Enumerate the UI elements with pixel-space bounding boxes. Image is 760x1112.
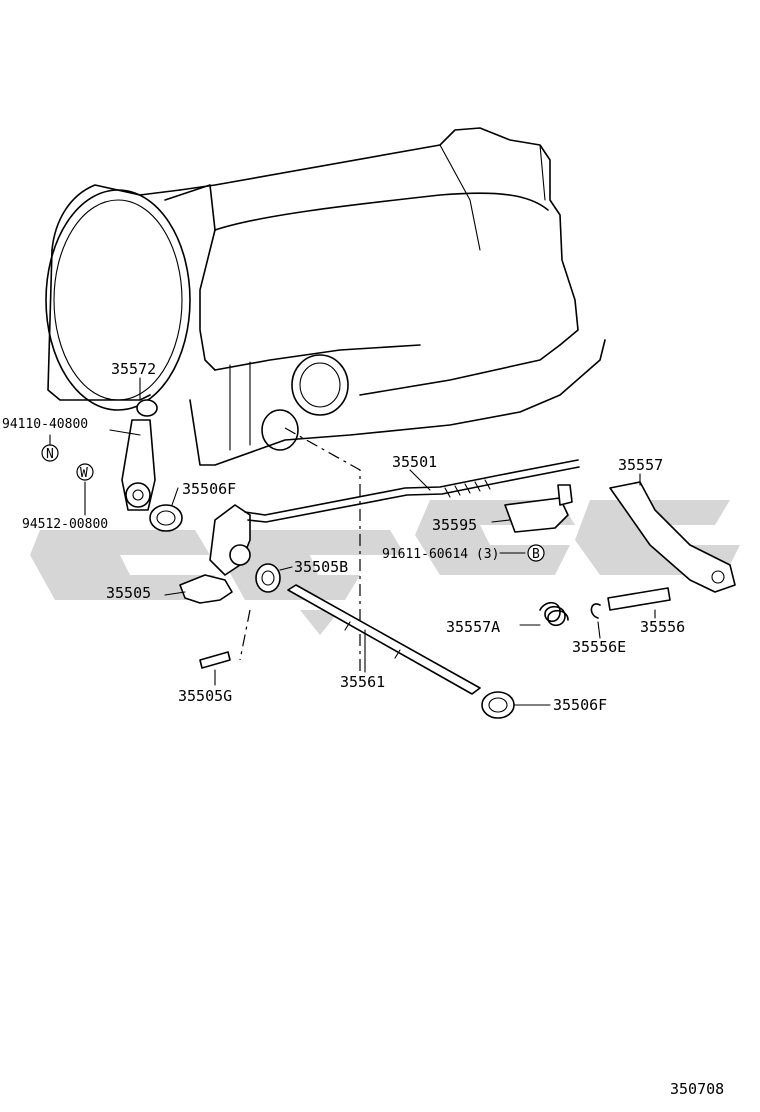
label-35561: 35561 [340,673,385,691]
label-35557: 35557 [618,456,663,474]
label-35506f-right: 35506F [553,696,607,714]
transmission-case [45,127,606,466]
label-35505b: 35505B [294,558,348,576]
nut-symbol-icon: N [41,444,59,462]
pin-35556 [607,587,671,611]
spring-35557a [539,601,569,627]
label-91611-60614: 91611-60614 (3) [382,547,499,562]
oil-seal-right [481,691,515,719]
leader-lines [49,377,656,706]
label-35572: 35572 [111,360,156,378]
label-35506f-left: 35506F [182,480,236,498]
clip-35556e [590,603,601,619]
svg-text:B: B [532,547,540,562]
figure-code: 350708 [670,1080,724,1098]
label-35556e: 35556E [572,638,626,656]
svg-text:N: N [46,447,54,462]
washer-symbol-icon: W [76,463,94,481]
detent-plate-35505 [179,504,251,604]
svg-text:W: W [80,466,88,481]
bracket-35595 [504,484,573,533]
label-35557a: 35557A [446,618,500,636]
pin-35505g [199,651,231,669]
bracket-35572 [121,399,158,511]
label-35595: 35595 [432,516,477,534]
label-35501: 35501 [392,453,437,471]
label-35505g: 35505G [178,687,232,705]
shaft-35561 [287,584,481,695]
alignment-line [284,427,361,680]
label-94512-00800: 94512-00800 [22,517,108,532]
bolt-symbol-icon: B [527,544,545,562]
alignment-line-2 [239,609,251,661]
lever-35557 [609,481,736,593]
label-35505: 35505 [106,584,151,602]
collar-35505b [255,563,281,593]
oil-seal-left [149,504,183,532]
label-94110-40800: 94110-40800 [2,417,88,432]
label-35556: 35556 [640,618,685,636]
rod-35501 [244,459,580,523]
